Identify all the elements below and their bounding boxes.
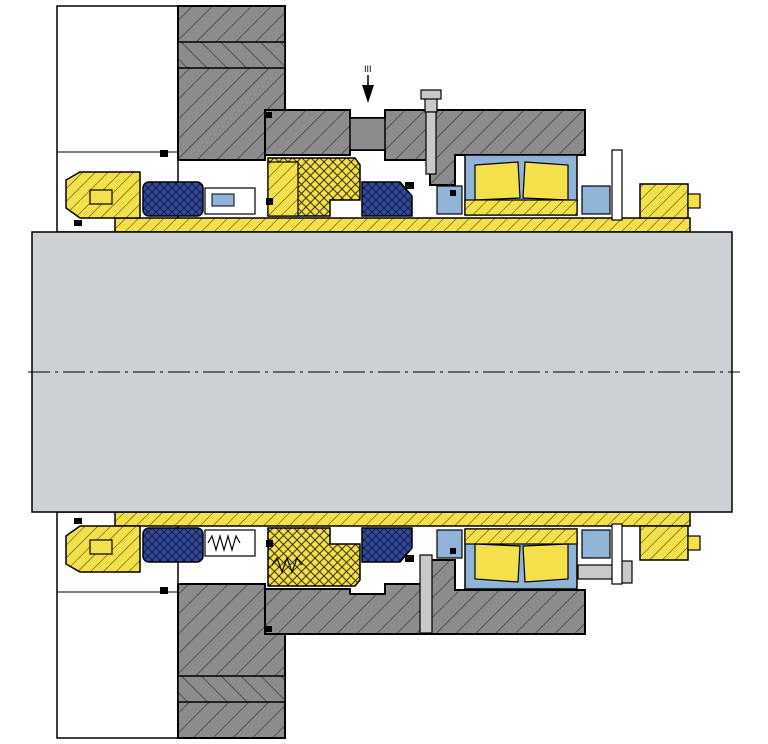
lock-collar-top xyxy=(639,183,689,219)
bearing-spacer-top-left xyxy=(436,185,463,215)
gland-bolt-slot-bottom xyxy=(177,675,286,703)
set-screw-top xyxy=(89,189,113,205)
bearing-spacer-bottom-right xyxy=(581,529,611,559)
grease-fitting-top xyxy=(420,89,442,175)
primary-carbon-ring-top xyxy=(142,181,204,217)
mating-ring-holder-top xyxy=(267,161,299,217)
locking-plate-top xyxy=(611,149,623,221)
locking-plate-bottom xyxy=(611,523,623,585)
shaft-sleeve-top xyxy=(114,217,691,233)
set-screw-bottom xyxy=(89,539,113,555)
lock-screw-top xyxy=(687,193,701,209)
inlet-marker-label: III xyxy=(364,64,372,74)
bearing-spacer-bottom-left xyxy=(436,529,463,559)
o-rings xyxy=(74,112,456,632)
roller-bearing-top xyxy=(464,154,578,216)
spring-bottom xyxy=(207,533,241,553)
secondary-carbon-ring-top xyxy=(361,181,413,217)
lock-collar-bottom xyxy=(639,525,689,561)
mating-ring-bottom xyxy=(267,527,361,587)
pin-top xyxy=(211,193,235,207)
gland-bolt-slot-top xyxy=(177,41,286,69)
primary-carbon-ring-bottom xyxy=(142,527,204,563)
bearing-spacer-top-right xyxy=(581,185,611,215)
lock-screw-bottom xyxy=(687,535,701,551)
shaft-sleeve-bottom xyxy=(114,511,691,527)
secondary-carbon-ring-bottom xyxy=(361,527,413,563)
inlet-arrow: III xyxy=(362,64,374,103)
flange-step-line xyxy=(57,151,178,593)
roller-bearing-bottom xyxy=(464,528,578,590)
inlet-port xyxy=(349,117,386,151)
spring-bottom-right xyxy=(271,556,303,574)
